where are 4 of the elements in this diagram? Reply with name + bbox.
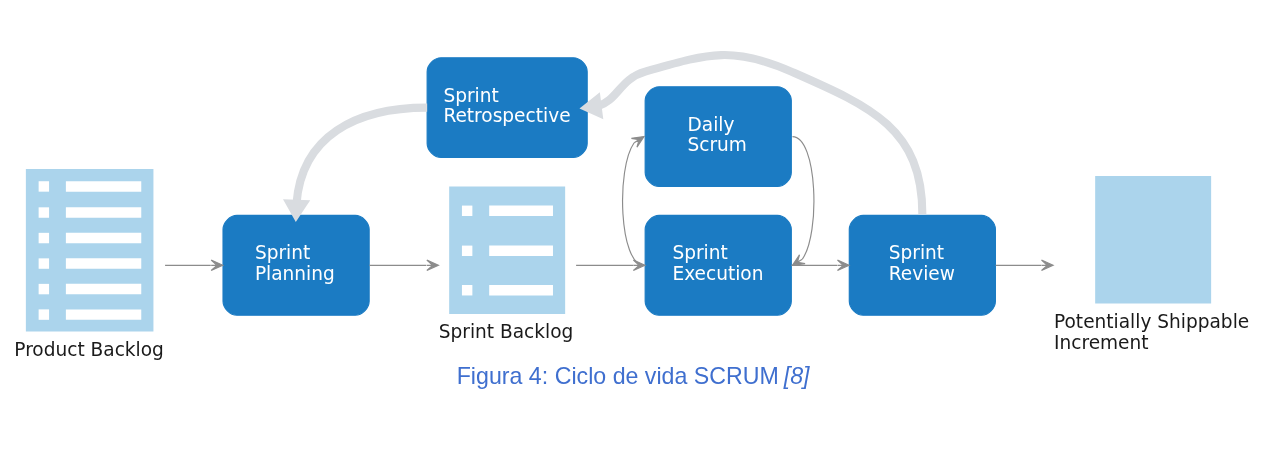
node-label: Sprint Backlog	[438, 320, 574, 342]
node-label: Potentially Shippable Increment	[1053, 310, 1250, 353]
node-label: Product Backlog	[14, 338, 164, 360]
caption: Figura 4: Ciclo de vida SCRUM [8]	[456, 362, 810, 389]
